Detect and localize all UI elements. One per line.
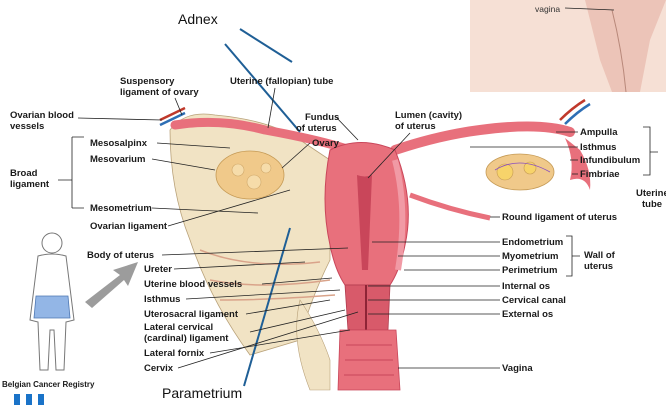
label-suspensory-line2: ligament of ovary — [120, 87, 199, 98]
label-lateral-cervical-line2: (cardinal) ligament — [144, 333, 229, 344]
adnex-label: Adnex — [178, 11, 218, 27]
label-lumen-line1: Lumen (cavity) — [395, 110, 462, 121]
label-wall-of-uterus-line1: Wall of — [584, 250, 616, 261]
label-lumen-line2: of uterus — [395, 121, 436, 132]
label-fundus-line2: of uterus — [296, 123, 337, 134]
label-body-of-uterus: Body of uterus — [87, 250, 154, 261]
cervix-shape — [345, 285, 390, 330]
label-ovarian-vessels-line1: Ovarian blood — [10, 110, 74, 121]
label-lateral-fornix: Lateral fornix — [144, 348, 205, 359]
adnex-line-1 — [240, 29, 292, 62]
label-perimetrium: Perimetrium — [502, 265, 557, 276]
uterine-tube-bracket — [643, 127, 658, 175]
label-ureter: Ureter — [144, 264, 172, 275]
label-infundibulum: Infundibulum — [580, 155, 640, 166]
label-uterine-tube-top: Uterine (fallopian) tube — [230, 76, 333, 87]
registry-name: Belgian Cancer Registry — [2, 380, 95, 389]
inset-vagina-label: vagina — [535, 4, 560, 14]
label-uterosacral-ligament: Uterosacral ligament — [144, 309, 239, 320]
label-fundus-line1: Fundus — [305, 112, 339, 123]
pointer-arrow — [85, 262, 138, 308]
label-internal-os: Internal os — [502, 281, 550, 292]
label-endometrium: Endometrium — [502, 237, 563, 248]
label-external-os: External os — [502, 309, 553, 320]
label-mesovarium: Mesovarium — [90, 154, 145, 165]
label-uterine-tube-right-line1: Uterine — [636, 188, 666, 199]
label-ovarian-vessels-line2: vessels — [10, 121, 44, 132]
left-ovary-shape — [216, 151, 284, 199]
label-vagina: Vagina — [502, 363, 533, 374]
label-suspensory-line1: Suspensory — [120, 76, 175, 87]
label-cervical-canal: Cervical canal — [502, 295, 566, 306]
label-ampulla: Ampulla — [580, 127, 618, 138]
label-ovary: Ovary — [312, 138, 340, 149]
right-ovary-shape — [486, 154, 554, 190]
label-cervix: Cervix — [144, 363, 174, 374]
label-uterine-tube-right-line2: tube — [642, 199, 662, 210]
label-round-ligament: Round ligament of uterus — [502, 212, 617, 223]
label-mesometrium: Mesometrium — [90, 203, 152, 214]
body-silhouette — [30, 233, 74, 370]
wall-of-uterus-bracket — [566, 236, 580, 276]
label-uterine-blood-vessels: Uterine blood vessels — [144, 279, 242, 290]
label-fimbriae: Fimbriae — [580, 169, 620, 180]
label-ovarian-ligament: Ovarian ligament — [90, 221, 168, 232]
inset-vagina-image: vagina — [470, 0, 666, 92]
label-isthmus-right: Isthmus — [580, 142, 616, 153]
label-myometrium: Myometrium — [502, 251, 558, 262]
label-lateral-cervical-line1: Lateral cervical — [144, 322, 213, 333]
registry-logo — [14, 394, 44, 405]
label-mesosalpinx: Mesosalpinx — [90, 138, 148, 149]
label-wall-of-uterus-line2: uterus — [584, 261, 613, 272]
label-broad-ligament-line1: Broad — [10, 168, 38, 179]
parametrium-label: Parametrium — [162, 385, 242, 401]
label-isthmus-left: Isthmus — [144, 294, 180, 305]
label-broad-ligament-line2: ligament — [10, 179, 50, 190]
